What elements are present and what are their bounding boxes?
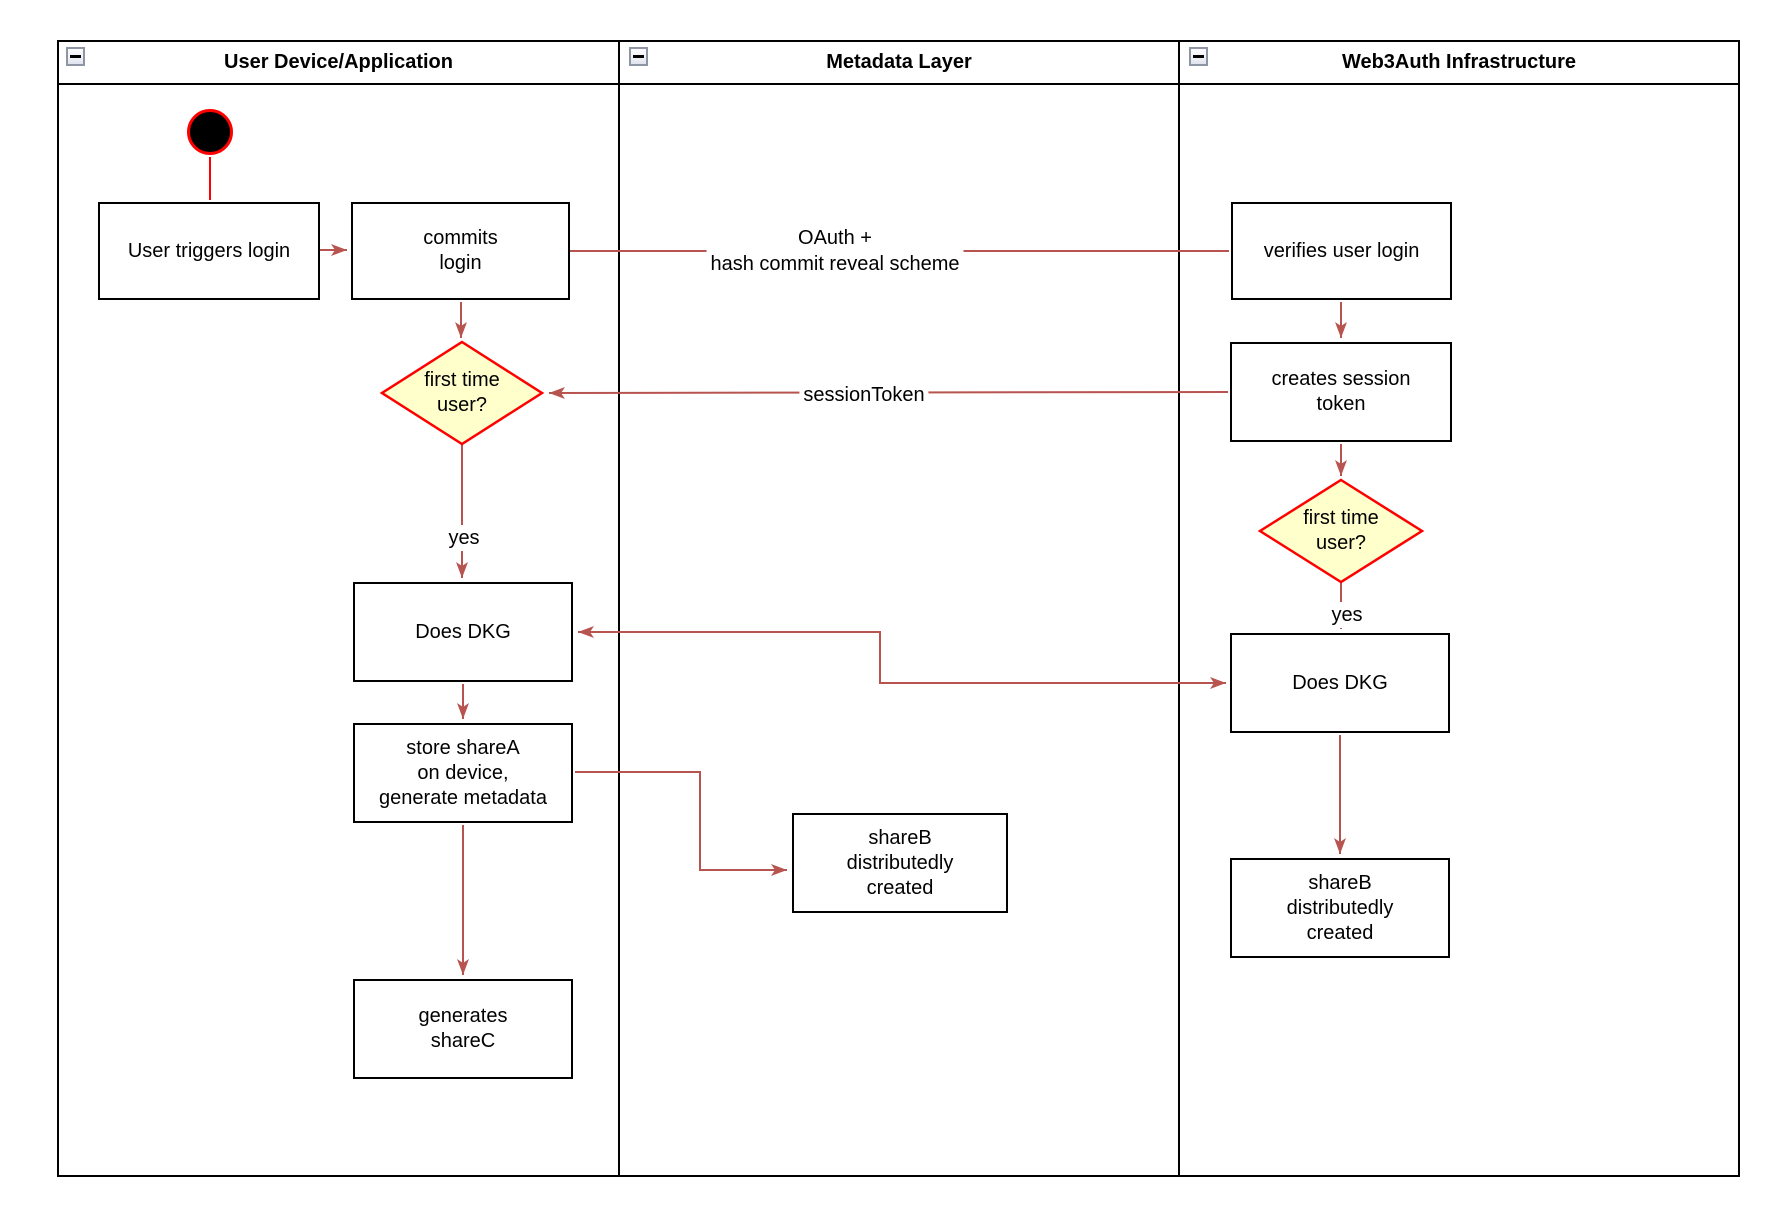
node-does-dkg-web3auth[interactable]: Does DKG bbox=[1230, 633, 1450, 733]
node-does-dkg-device[interactable]: Does DKG bbox=[353, 582, 573, 682]
node-shareB-metadata[interactable]: shareB distributedly created bbox=[792, 813, 1008, 913]
decision-label: first time user? bbox=[424, 369, 500, 416]
collapse-lane-icon[interactable] bbox=[1189, 47, 1208, 66]
lane-header-user-device[interactable]: User Device/Application bbox=[59, 42, 618, 83]
minus-icon bbox=[1193, 55, 1204, 58]
lane-divider-1 bbox=[618, 40, 620, 1177]
node-label: store shareA on device, generate metadat… bbox=[379, 736, 547, 809]
lane-header-web3auth[interactable]: Web3Auth Infrastructure bbox=[1180, 42, 1738, 83]
node-user-triggers-login[interactable]: User triggers login bbox=[98, 202, 320, 300]
node-label: shareB distributedly created bbox=[1286, 871, 1394, 944]
minus-icon bbox=[70, 55, 81, 58]
node-label: commits login bbox=[423, 227, 498, 274]
node-label: Does DKG bbox=[415, 620, 511, 643]
node-label: creates session token bbox=[1271, 368, 1411, 415]
node-label: User triggers login bbox=[127, 239, 291, 262]
lane-title: Metadata Layer bbox=[826, 51, 972, 73]
lane-header-metadata[interactable]: Metadata Layer bbox=[620, 42, 1178, 83]
lane-header-separator bbox=[57, 83, 1740, 85]
collapse-lane-icon[interactable] bbox=[66, 47, 85, 66]
node-creates-session-token[interactable]: creates session token bbox=[1230, 342, 1452, 442]
start-node[interactable] bbox=[187, 109, 233, 155]
node-commits-login[interactable]: commits login bbox=[351, 202, 570, 300]
node-store-shareA[interactable]: store shareA on device, generate metadat… bbox=[353, 723, 573, 823]
edge-label-session-token: sessionToken bbox=[799, 382, 929, 408]
node-verifies-user-login[interactable]: verifies user login bbox=[1231, 202, 1452, 300]
node-label: verifies user login bbox=[1263, 239, 1420, 262]
node-label: Does DKG bbox=[1292, 671, 1388, 694]
node-label: generates shareC bbox=[418, 1005, 508, 1052]
edge-label-yes-web3auth: yes bbox=[1327, 602, 1367, 628]
lane-title: Web3Auth Infrastructure bbox=[1341, 51, 1577, 73]
collapse-lane-icon[interactable] bbox=[629, 47, 648, 66]
node-label: shareB distributedly created bbox=[846, 826, 954, 899]
edge-label-yes-device: yes bbox=[444, 525, 484, 551]
node-shareB-web3auth[interactable]: shareB distributedly created bbox=[1230, 858, 1450, 958]
edge-label-oauth: OAuth + hash commit reveal scheme bbox=[706, 225, 964, 277]
node-generates-shareC[interactable]: generates shareC bbox=[353, 979, 573, 1079]
lane-divider-2 bbox=[1178, 40, 1180, 1177]
lane-title: User Device/Application bbox=[224, 51, 453, 73]
decision-label: first time user? bbox=[1303, 507, 1379, 554]
minus-icon bbox=[633, 55, 644, 58]
